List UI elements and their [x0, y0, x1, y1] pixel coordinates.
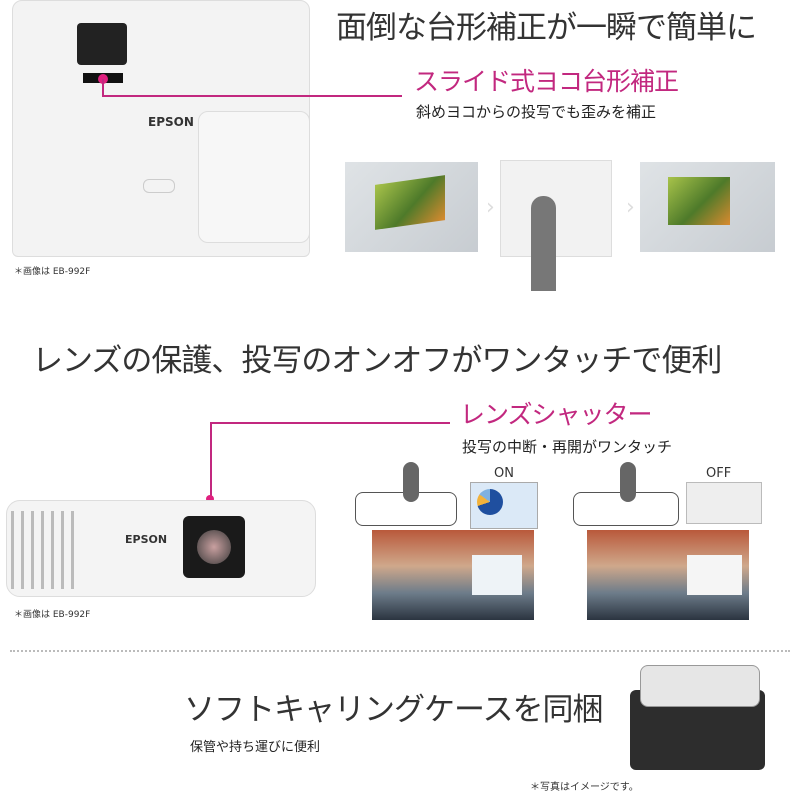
projector-front-image: EPSON: [6, 500, 316, 597]
blank-whiteboard: [687, 555, 742, 595]
off-label: OFF: [706, 466, 732, 481]
vent-grille: [11, 511, 81, 589]
hand-slider-photo: [500, 160, 612, 291]
section1-title: 面倒な台形補正が一瞬で簡単に: [336, 10, 757, 46]
after-keystone-photo: [640, 162, 775, 252]
brand-logo: EPSON: [125, 533, 168, 546]
image-note: ＊写真はイメージです。: [530, 782, 639, 793]
image-note: ＊画像は EB-992F: [14, 267, 91, 277]
carrying-case-image: [630, 665, 765, 770]
lens-shutter: [183, 516, 245, 578]
feature-title: スライド式ヨコ台形補正: [414, 67, 679, 96]
callout-line: [210, 422, 450, 424]
section2-title: レンズの保護、投写のオンオフがワンタッチで便利: [32, 343, 722, 379]
corrected-screen: [668, 177, 730, 225]
on-label: ON: [494, 466, 514, 481]
projector-in-case: [640, 665, 760, 707]
control-button: [143, 179, 175, 193]
section-divider: [10, 650, 790, 652]
hand-sketch: [620, 462, 636, 502]
blank-screen-off: [686, 482, 762, 524]
projector-top-view-image: EPSON: [12, 0, 310, 257]
arrow-icon: ›: [486, 195, 495, 220]
lens: [197, 530, 231, 564]
feature-title: レンズシャッター: [460, 400, 653, 429]
distorted-screen: [375, 175, 445, 230]
lens-window: [77, 23, 127, 65]
before-keystone-photo: [345, 162, 478, 252]
brand-logo: EPSON: [148, 115, 194, 129]
classroom-photo-off: [587, 530, 749, 620]
callout-line: [102, 95, 402, 97]
chart-screen-on: [470, 482, 538, 529]
hand-image: [531, 196, 556, 291]
section3-title: ソフトキャリングケースを同梱: [184, 692, 603, 728]
arrow-icon: ›: [626, 195, 635, 220]
projected-chart: [472, 555, 522, 595]
lamp-cover: [198, 111, 310, 243]
feature-description: 斜めヨコからの投写でも歪みを補正: [416, 103, 657, 121]
feature-description: 投写の中断・再開がワンタッチ: [462, 438, 673, 456]
image-note: ＊画像は EB-992F: [14, 610, 91, 620]
classroom-photo-on: [372, 530, 534, 620]
hand-sketch: [403, 462, 419, 502]
shutter-marker-dot: [206, 495, 214, 503]
section3-description: 保管や持ち運びに便利: [190, 740, 321, 755]
pie-graphic: [477, 489, 503, 515]
callout-line: [210, 422, 212, 497]
callout-line: [102, 79, 104, 96]
